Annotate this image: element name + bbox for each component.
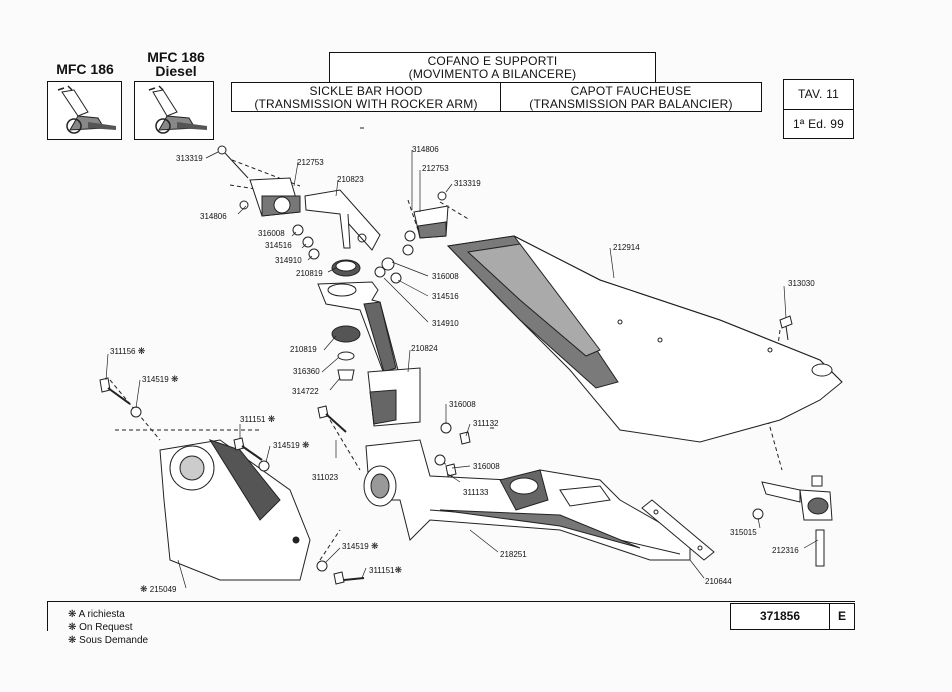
legend-item-en: ❋ On Request: [68, 622, 133, 633]
footer-rule: [47, 601, 855, 602]
part-label: 311023: [312, 473, 339, 482]
part-label-optional: 314519 ❋: [342, 541, 379, 552]
asterisk-icon: ❋: [394, 565, 403, 575]
asterisk-icon: ❋: [170, 374, 179, 384]
part-label-optional: 314519 ❋: [142, 374, 179, 385]
part-label: 313030: [788, 279, 815, 288]
part-label: 210823: [337, 175, 364, 184]
model-label-mfc186: MFC 186: [56, 61, 114, 77]
rubber-mount-left: [217, 145, 301, 217]
part-label: 316008: [449, 400, 476, 409]
asterisk-icon: ❋: [370, 541, 379, 551]
part-id: 311151: [240, 415, 266, 424]
legend: ❋ A richiesta ❋ On Request ❋ Sous Demand…: [68, 608, 148, 647]
part-id: 314519: [342, 542, 369, 551]
part-label-optional: 314519 ❋: [273, 440, 310, 451]
part-label: 314516: [432, 292, 459, 301]
asterisk-icon: ❋: [301, 440, 310, 450]
part-label: 313319: [176, 154, 203, 163]
asterisk-icon: ❋: [137, 346, 146, 356]
title-english-line2: (TRANSMISSION WITH ROCKER ARM): [254, 97, 478, 111]
machine-thumbnail-1: [47, 81, 122, 140]
rubber-mount-right: [402, 191, 449, 256]
title-english-line1: SICKLE BAR HOOD: [309, 84, 423, 98]
part-label: 316008: [473, 462, 500, 471]
rocker-arm-frame: [363, 439, 691, 561]
part-label: 212914: [613, 243, 640, 252]
part-label: 212316: [772, 546, 799, 555]
bracket-212316: [761, 475, 833, 567]
part-label: 314722: [292, 387, 319, 396]
part-label: 314806: [412, 145, 439, 154]
part-label: 210644: [705, 577, 732, 586]
legend-item-fr: ❋ Sous Demande: [68, 635, 149, 646]
part-label: 314910: [275, 256, 302, 265]
title-french-line2: (TRANSMISSION PAR BALANCIER): [529, 97, 733, 111]
legend-item-it: ❋ A richiesta: [68, 609, 125, 620]
title-italian: COFANO E SUPPORTI (MOVIMENTO A BILANCERE…: [329, 52, 656, 83]
model-label-line2: Diesel: [155, 63, 197, 79]
part-id: 215049: [149, 585, 177, 594]
bolt-311156: [99, 377, 142, 418]
part-label: 311133: [463, 488, 489, 497]
part-id: 314519: [142, 375, 169, 384]
part-label: 316360: [293, 367, 320, 376]
part-label-optional: 311151 ❋: [240, 414, 276, 425]
part-label: 218251: [500, 550, 527, 559]
title-french: CAPOT FAUCHEUSE (TRANSMISSION PAR BALANC…: [500, 82, 762, 112]
part-label-optional: ❋ 215049: [140, 584, 177, 595]
asterisk-icon: ❋: [267, 414, 276, 424]
title-english: SICKLE BAR HOOD (TRANSMISSION WITH ROCKE…: [231, 82, 501, 112]
footer-left-bracket: [47, 601, 51, 631]
edition-label: 1ª Ed. 99: [783, 109, 854, 139]
part-label-optional: 311151❋: [369, 565, 403, 576]
assembly-line: [231, 159, 301, 187]
sickle-bar-hood: [446, 235, 843, 443]
title-french-line1: CAPOT FAUCHEUSE: [570, 84, 692, 98]
part-label: 212753: [297, 158, 324, 167]
model-label-mfc186-diesel: MFC 186 Diesel: [134, 50, 218, 78]
title-italian-line1: COFANO E SUPPORTI: [427, 54, 558, 68]
document-letter: E: [829, 603, 855, 630]
part-id: 311156: [110, 347, 136, 356]
part-label: 316008: [432, 272, 459, 281]
bracket-210823: [304, 189, 381, 251]
part-label: 314910: [432, 319, 459, 328]
part-label: 210819: [296, 269, 323, 278]
part-label: 314806: [200, 212, 227, 221]
part-label: 316008: [258, 229, 285, 238]
part-label: 210819: [290, 345, 317, 354]
part-label: 212753: [422, 164, 449, 173]
part-id: 314519: [273, 441, 300, 450]
table-number: TAV. 11: [783, 79, 854, 110]
machine-thumbnail-2: [134, 81, 214, 140]
part-label: 210824: [411, 344, 438, 353]
part-label: 315015: [730, 528, 757, 537]
model-label-line1: MFC 186: [147, 49, 205, 65]
part-label: 314516: [265, 241, 292, 250]
title-italian-line2: (MOVIMENTO A BILANCERE): [408, 67, 577, 81]
document-code: 371856: [730, 603, 830, 630]
mower-illustration-2: [148, 85, 207, 134]
flat-bar: [641, 499, 715, 561]
mower-illustration-1: [57, 85, 116, 134]
part-id: 311151: [369, 566, 395, 575]
gearbox-cover: [159, 439, 311, 581]
part-label: 311132: [473, 419, 499, 428]
part-label-optional: 311156 ❋: [110, 346, 146, 357]
support-arm-210824: [317, 281, 421, 427]
part-label: 313319: [454, 179, 481, 188]
asterisk-icon: ❋: [140, 584, 148, 594]
